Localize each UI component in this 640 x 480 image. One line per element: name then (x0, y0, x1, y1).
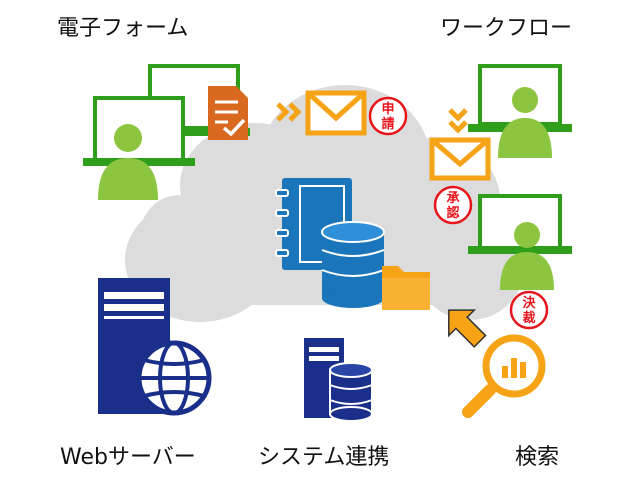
person-monitor-icon (83, 96, 195, 200)
database-icon (321, 221, 385, 308)
seal-char: 裁 (522, 310, 535, 326)
seal-char: 申 (381, 101, 394, 117)
person-monitor-icon (468, 194, 572, 290)
envelope-icon (305, 90, 367, 136)
label-workflow: ワークフロー (440, 16, 573, 41)
hanko-seal-icon: 承 認 (433, 185, 473, 225)
label-system-integration: システム連携 (258, 445, 390, 470)
label-search: 検索 (515, 445, 560, 470)
folder-icon (382, 266, 430, 310)
arrow-icon (448, 309, 487, 348)
hanko-seal-icon: 決 裁 (509, 290, 549, 330)
seal-char: 決 (522, 295, 536, 311)
envelope-icon (429, 137, 491, 181)
seal-char: 承 (446, 191, 459, 206)
magnifier-icon (462, 334, 546, 418)
label-electronic-form: 電子フォーム (57, 16, 189, 41)
label-web-server: Webサーバー (60, 445, 196, 470)
database-icon (329, 362, 373, 422)
seal-char: 請 (381, 116, 394, 132)
hanko-seal-icon: 申 請 (368, 96, 408, 136)
arrow-icon (448, 108, 468, 134)
person-monitor-icon (468, 64, 572, 158)
globe-icon (136, 340, 212, 416)
document-check-icon (208, 86, 248, 140)
arrow-icon (276, 102, 302, 122)
seal-char: 認 (446, 205, 459, 221)
